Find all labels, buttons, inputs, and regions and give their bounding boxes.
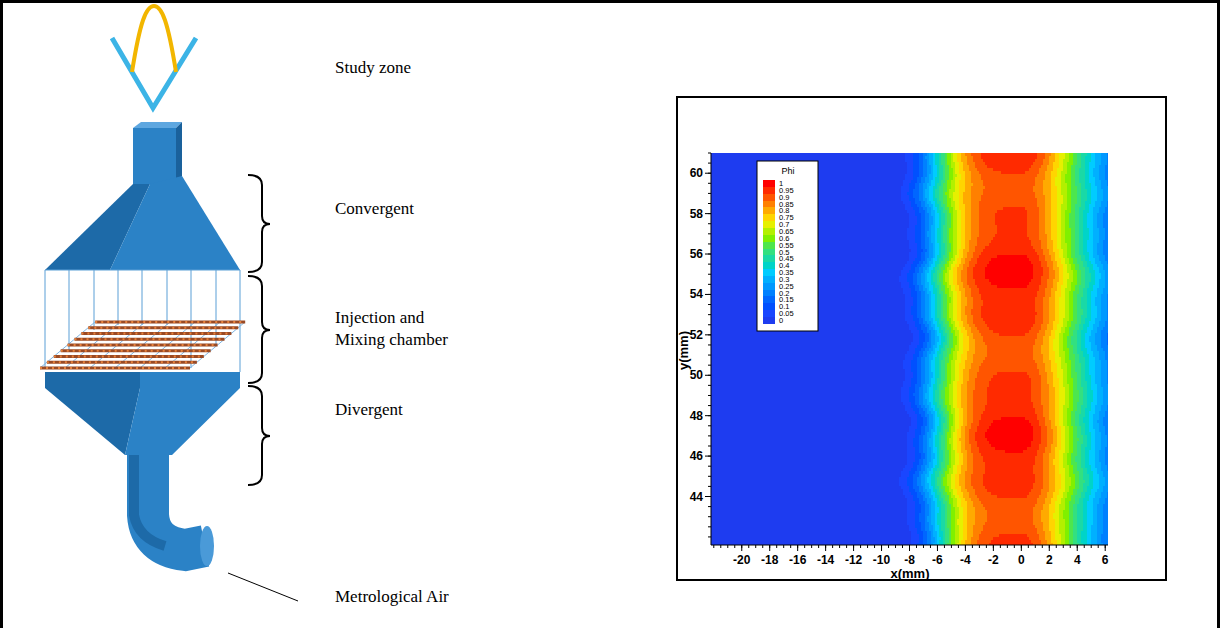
section-brackets — [248, 386, 270, 485]
burner-illustration — [40, 122, 245, 566]
pipe-end — [200, 526, 214, 566]
chimney-front — [133, 128, 176, 184]
section-brackets — [248, 175, 270, 272]
section-brackets — [248, 276, 270, 383]
study-zone-flame — [112, 6, 196, 108]
flame-arc — [132, 6, 176, 72]
divergent-face — [125, 372, 240, 455]
flame-front — [112, 38, 196, 108]
chimney-top — [133, 122, 182, 128]
injection-grid — [40, 322, 245, 368]
section-brackets — [248, 175, 270, 485]
divergent-face — [45, 372, 140, 455]
chimney-side — [176, 122, 182, 184]
inlet-pipe — [148, 455, 205, 550]
leader-line — [228, 573, 298, 601]
